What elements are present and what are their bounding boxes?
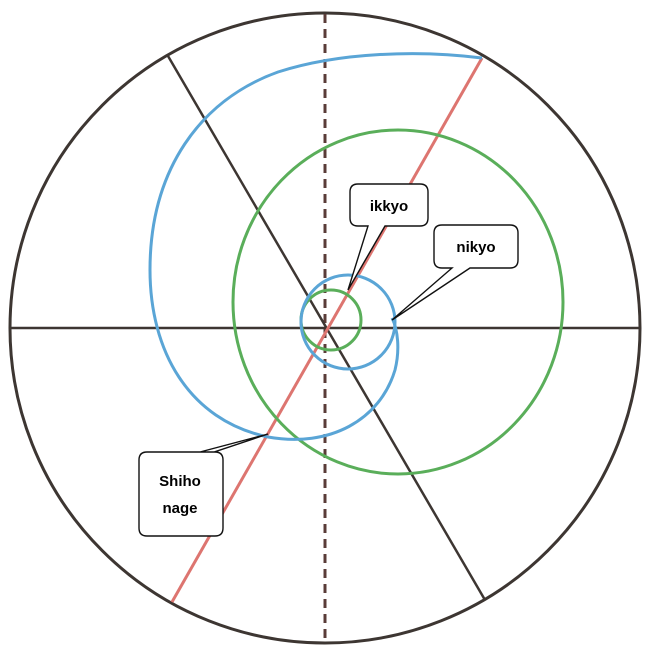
callout-shiho-bubble: [138, 433, 269, 537]
callout-shiho-label-line1: Shiho: [159, 473, 201, 490]
callout-nikyo: nikyo: [391, 224, 519, 321]
callout-nikyo-bubble: [391, 224, 519, 321]
blue-spiral-arc: [148, 52, 483, 441]
large-green-circle: [231, 128, 565, 476]
callout-shiho-nage: Shiho nage: [138, 433, 269, 537]
callout-shiho-label-line2: nage: [162, 500, 197, 517]
callout-ikkyo-bubble: [347, 183, 429, 291]
callout-ikkyo: ikkyo: [347, 183, 429, 291]
callout-nikyo-label: nikyo: [456, 239, 495, 256]
callout-ikkyo-label: ikkyo: [370, 198, 408, 215]
